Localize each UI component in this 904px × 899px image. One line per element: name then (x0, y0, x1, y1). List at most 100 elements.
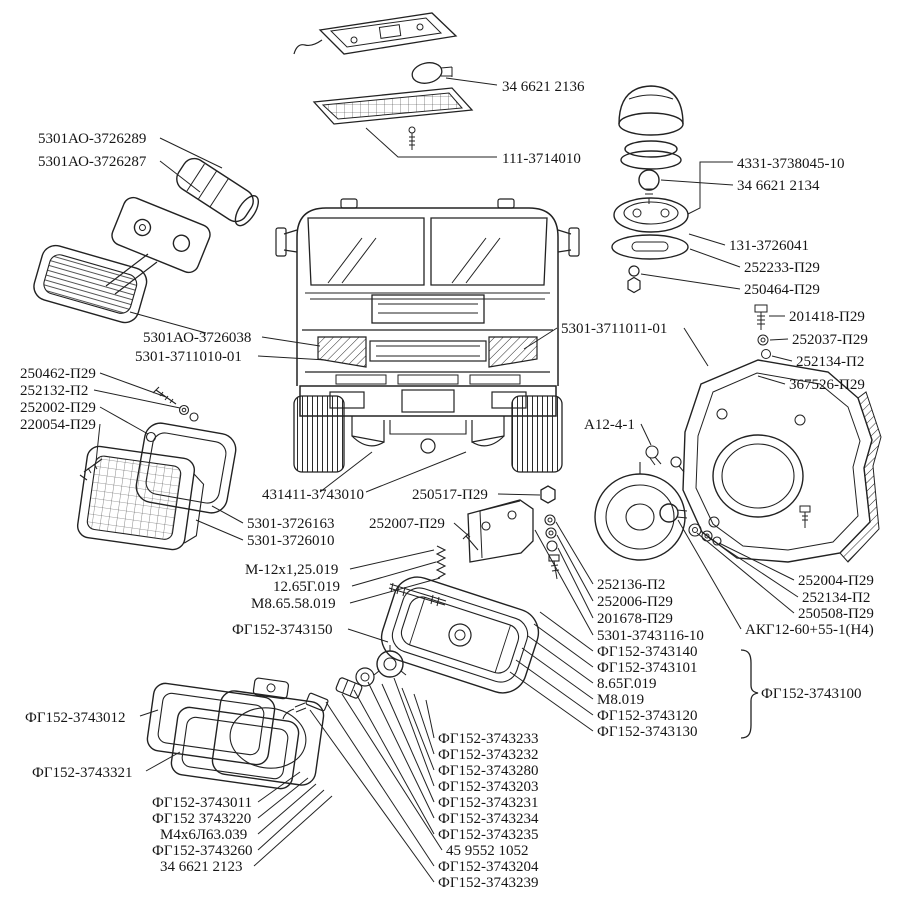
part-label-fg152-3743233: ФГ152-3743233 (438, 731, 539, 747)
fog-lamp-body (380, 576, 540, 694)
part-label-34-6621-2134: 34 6621 2134 (737, 178, 820, 194)
headlight-gasket (135, 422, 237, 514)
part-label-fg152-3743011: ФГ152-3743011 (152, 795, 252, 811)
grille-emblem (371, 294, 485, 324)
part-label-fg152-3743012: ФГ152-3743012 (25, 710, 126, 726)
part-label-34-6621-2136: 34 6621 2136 (502, 79, 585, 95)
roof-marker-lamp-right (497, 198, 515, 209)
part-label-252006-p29: 252006-П29 (597, 594, 673, 610)
headlight-left-assembly (76, 386, 237, 551)
lamp-wire (293, 39, 323, 55)
part-label-fg152-3743100: ФГ152-3743100 (761, 686, 862, 702)
round-lamp-unit (594, 445, 722, 561)
part-label-111-3714010: 111-3714010 (502, 151, 581, 167)
fog-lamp-inner-frame (170, 706, 300, 790)
part-label-5301ao-3726287: 5301АО-3726287 (38, 154, 147, 170)
fog-lamp-frames-assembly (146, 677, 325, 790)
part-label-201678-p29: 201678-П29 (597, 611, 673, 627)
part-label-fg152-3743321: ФГ152-3743321 (32, 765, 133, 781)
marker-lamp-bracket (111, 196, 211, 274)
part-label-252002-p29: 252002-П29 (20, 400, 96, 416)
lamp-bracket-assembly (388, 485, 560, 607)
license-plate-slot (401, 389, 455, 413)
part-labels: 34 6621 2136 111-3714010 5301АО-3726289 … (20, 79, 874, 891)
part-label-252037-p29: 252037-П29 (792, 332, 868, 348)
part-label-34-6621-2123: 34 6621 2123 (160, 859, 243, 875)
blinker-left (317, 336, 367, 368)
truck-cab-front-view (275, 198, 580, 473)
dome-marker-lamp-assembly (611, 85, 689, 294)
part-label-fg152-3743260: ФГ152-3743260 (152, 843, 253, 859)
part-label-m-12x1-25-019: М-12х1,25.019 (245, 562, 338, 578)
dome-gasket (611, 234, 689, 260)
part-label-fg152-3743204: ФГ152-3743204 (438, 859, 539, 875)
small-bulb-a12 (645, 445, 659, 459)
part-label-250464-p29: 250464-П29 (744, 282, 820, 298)
part-label-a12-4-1: А12-4-1 (584, 417, 635, 433)
part-label-5301-3711010-01: 5301-3711010-01 (135, 349, 242, 365)
part-label-431411-3743010: 431411-3743010 (262, 487, 364, 503)
part-label-220054-p29: 220054-П29 (20, 417, 96, 433)
part-label-250462-p29: 250462-П29 (20, 366, 96, 382)
under-bumper-lamp-right (471, 416, 505, 443)
lens-screw (409, 133, 415, 150)
part-label-fg152-3743239: ФГ152-3743239 (438, 875, 539, 891)
lamp-bulb (659, 503, 679, 523)
mirror-left (275, 227, 287, 257)
part-label-131-3726041: 131-3726041 (729, 238, 809, 254)
marker-lamp-tube (176, 157, 260, 227)
part-label-fg152-3743235: ФГ152-3743235 (438, 827, 539, 843)
front-wheels (293, 395, 563, 473)
group-brace (740, 649, 759, 739)
leader-lines (93, 77, 799, 883)
part-label-fg152-3743150: ФГ152-3743150 (232, 622, 333, 638)
fog-lamp-housing (211, 677, 325, 786)
bumper-lamp-left (329, 391, 365, 409)
roof-marker-lamp-left (340, 198, 358, 209)
part-label-252134-p2-lower: 252134-П2 (802, 590, 870, 606)
hex-nut (540, 485, 556, 504)
part-label-fg152-3743220: ФГ152 3743220 (152, 811, 251, 827)
part-label-fg152-3743101: ФГ152-3743101 (597, 660, 698, 676)
part-label-fg152-3743203: ФГ152-3743203 (438, 779, 539, 795)
lamp-socket (335, 677, 363, 699)
nut (627, 276, 641, 294)
part-label-252007-p29: 252007-П29 (369, 516, 445, 532)
part-label-m4x6l63-039: М4х6Л63.039 (160, 827, 247, 843)
part-label-fg152-3743120: ФГ152-3743120 (597, 708, 698, 724)
part-label-252004-p29: 252004-П29 (798, 573, 874, 589)
mounting-bracket (467, 499, 534, 563)
part-label-252136-p2: 252136-П2 (597, 577, 665, 593)
connector-plug (305, 692, 329, 712)
part-label-252134-p2-upper: 252134-П2 (796, 354, 864, 370)
windshield-left (307, 217, 425, 286)
part-label-5301-3711011-01: 5301-3711011-01 (561, 321, 667, 337)
headlight-screw (152, 386, 177, 405)
blinker-right (488, 336, 538, 368)
retaining-ring (355, 667, 375, 687)
bulb (411, 62, 443, 84)
part-label-4331-3738045-10: 4331-3738045-10 (737, 156, 845, 172)
part-label-5301ao-3726038: 5301АО-3726038 (143, 330, 251, 346)
part-label-fg152-3743140: ФГ152-3743140 (597, 644, 698, 660)
bumper (299, 385, 557, 417)
housing-opening (712, 434, 804, 518)
lamp-lens (312, 87, 474, 125)
part-label-250508-p29: 250508-П29 (798, 606, 874, 622)
windshield-right (430, 217, 548, 286)
part-label-fg152-3743234: ФГ152-3743234 (438, 811, 539, 827)
part-label-fg152-3743232: ФГ152-3743232 (438, 747, 539, 763)
headlight-unit (76, 445, 205, 551)
housing-screw (754, 304, 768, 313)
part-label-5301-3726163: 5301-3726163 (247, 516, 335, 532)
part-label-m8-65-58-019: М8.65.58.019 (251, 596, 336, 612)
part-label-45-9552-1052: 45 9552 1052 (446, 843, 529, 859)
part-label-252132-p2: 252132-П2 (20, 383, 88, 399)
part-label-fg152-3743280: ФГ152-3743280 (438, 763, 539, 779)
part-label-5301-3726010: 5301-3726010 (247, 533, 335, 549)
part-label-250517-p29: 250517-П29 (412, 487, 488, 503)
spring (435, 545, 447, 579)
headlight-housing-right (682, 304, 882, 563)
